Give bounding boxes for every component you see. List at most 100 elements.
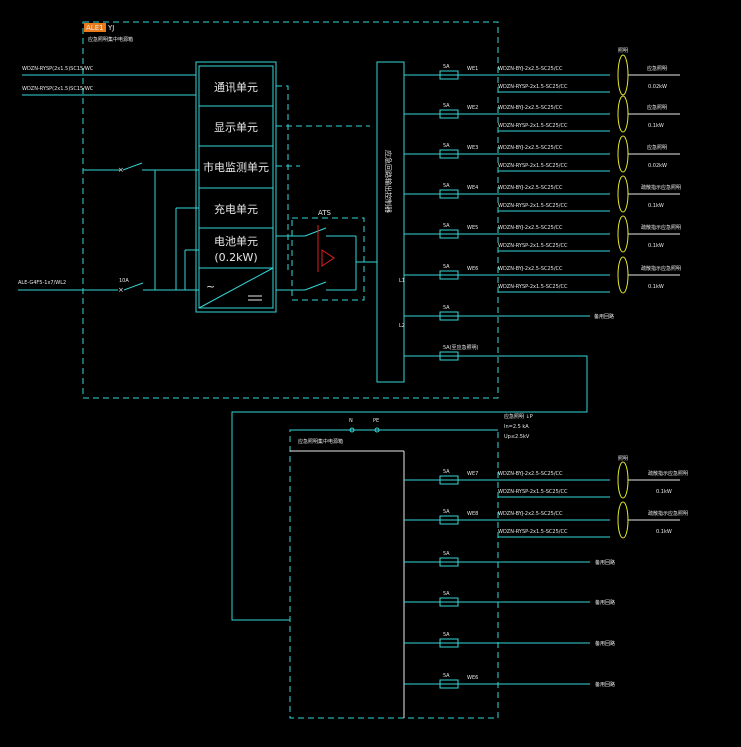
cable2-4: WDZN-RYSP-2x1.5-SC25/CC (498, 203, 568, 209)
lamp-symbol-8 (617, 501, 629, 539)
spare-top-label: 备用回路 (594, 313, 614, 320)
breaker-4 (439, 189, 459, 199)
breaker-8 (439, 515, 459, 525)
cable1-2: WDZN-BYJ-2x2.5-SC25/CC (498, 105, 563, 111)
breaker-3 (439, 149, 459, 159)
note-7: 照明 (618, 456, 628, 462)
cable1-4: WDZN-BYJ-2x2.5-SC25/CC (498, 185, 563, 191)
lamp-symbol-6 (617, 256, 629, 294)
input-label-1: WDZN-RYSP(2x1.5)SC15/WC (22, 66, 94, 72)
spare-rating-2: 5A (443, 591, 450, 597)
cable1-5: WDZN-BYJ-2x2.5-SC25/CC (498, 225, 563, 231)
feed-to-panel2 (231, 355, 588, 621)
spare-label-3: 备用回路 (595, 640, 615, 647)
rating-4: 5A (443, 183, 450, 189)
main-feed-label: ALE-G4F5-1x7/WL2 (18, 280, 66, 286)
load-8: 疏散指示应急照明 (648, 510, 688, 517)
ats-switch-1 (304, 227, 327, 237)
cable2-8: WDZN-RYSP-2x1.5-SC25/CC (498, 529, 568, 535)
power-6: 0.1kW (648, 284, 664, 290)
circuit-id-3: WE3 (467, 145, 478, 151)
circuit-row-4: 5A WE4 WDZN-BYJ-2x2.5-SC25/CC WDZN-RYSP-… (404, 175, 681, 213)
circuit-row-2: 5A WE2 WDZN-BYJ-2x2.5-SC25/CC WDZN-RYSP-… (404, 95, 680, 133)
cable1-1: WDZN-BYJ-2x2.5-SC25/CC (498, 66, 563, 72)
spare-row-2: 5A 备用回路 (404, 591, 615, 607)
spare-top-rating: 5A (443, 305, 450, 311)
load-5: 疏散指示应急照明 (641, 224, 681, 231)
bus1-l2: L2 (399, 323, 405, 329)
cable1-3: WDZN-BYJ-2x2.5-SC25/CC (498, 145, 563, 151)
load-4: 疏散指示应急照明 (641, 184, 681, 191)
rating-6: 5A (443, 264, 450, 270)
cable1-6: WDZN-BYJ-2x2.5-SC25/CC (498, 266, 563, 272)
lamp-symbol-7 (617, 461, 629, 499)
panel2-n: N (349, 418, 353, 424)
spare-breaker-4 (439, 679, 459, 689)
panel1-tag-suffix: YJ (107, 24, 114, 32)
circuit-row-8: 5A WE8 WDZN-BYJ-2x2.5-SC25/CC WDZN-RYSP-… (404, 501, 688, 539)
inverter-ac-symbol: ~ (206, 280, 215, 293)
ats-red-triangle (321, 249, 335, 267)
circuit-row-7: 5A WE7 WDZN-BYJ-2x2.5-SC25/CC WDZN-RYSP-… (404, 456, 688, 499)
unit-battery-power: (0.2kW) (214, 251, 257, 264)
power-4: 0.1kW (648, 203, 664, 209)
rating-7: 5A (443, 469, 450, 475)
pe-terminal (374, 427, 380, 433)
spare-label-2: 备用回路 (595, 599, 615, 606)
monitor-switch (122, 162, 143, 171)
rating-3: 5A (443, 143, 450, 149)
breaker-7 (439, 475, 459, 485)
load-3: 应急照明 (647, 144, 667, 151)
circuit-id-6: WE6 (467, 266, 478, 272)
cable2-3: WDZN-RYSP-2x1.5-SC25/CC (498, 163, 568, 169)
power-5: 0.1kW (648, 243, 664, 249)
main-feed-breaker: 10A (119, 278, 129, 284)
circuit-row-3: 5A WE3 WDZN-BYJ-2x2.5-SC25/CC WDZN-RYSP-… (404, 135, 680, 173)
panel1-tag-box (84, 23, 106, 32)
power-2: 0.1kW (648, 123, 664, 129)
lamp-symbol-4 (617, 175, 629, 213)
panel1-subtitle: 应急照明集中电源箱 (88, 36, 133, 43)
note-1: 照明 (618, 48, 628, 54)
circuit-id-5: WE5 (467, 225, 478, 231)
monitor-switch-x: × (118, 166, 124, 174)
circuit-id-8: WE8 (467, 511, 478, 517)
main-feed-x: × (118, 286, 124, 294)
cable2-1: WDZN-RYSP-2x1.5-SC25/CC (498, 84, 568, 90)
unit-inverter (198, 267, 274, 309)
panel1-frame (82, 21, 499, 399)
ats-switch-2 (304, 281, 327, 291)
spare-rating-3: 5A (443, 632, 450, 638)
circuit-id-7: WE7 (467, 471, 478, 477)
breaker-2 (439, 109, 459, 119)
rating-2: 5A (443, 103, 450, 109)
breaker-5 (439, 229, 459, 239)
rating-5: 5A (443, 223, 450, 229)
spare-top-breaker (439, 311, 459, 321)
cable2-5: WDZN-RYSP-2x1.5-SC25/CC (498, 243, 568, 249)
spare-id-4: WE6 (467, 675, 478, 681)
spare-label-4: 备用回路 (595, 681, 615, 688)
unit-charge-label: 充电单元 (214, 202, 258, 216)
circuit-id-1: WE1 (467, 66, 478, 72)
lamp-symbol-5 (617, 215, 629, 253)
circuit-id-4: WE4 (467, 185, 478, 191)
lamp-symbol-2 (617, 95, 629, 133)
load-1: 应急照明 (647, 65, 667, 72)
ats-label: ATS (318, 209, 332, 217)
unit-comm-label: 通讯单元 (214, 81, 258, 94)
lamp-symbol-1 (617, 54, 629, 96)
panel2-pe: PE (373, 418, 379, 424)
unit-stack-outer (195, 61, 277, 313)
rating-1: 5A (443, 64, 450, 70)
unit-display-label: 显示单元 (214, 121, 258, 134)
unit-battery-label: 电池单元 (214, 235, 258, 248)
cable2-2: WDZN-RYSP-2x1.5-SC25/CC (498, 123, 568, 129)
bus1-l1: L1 (399, 278, 405, 284)
spare-row-4: 5A WE6 备用回路 (404, 673, 615, 689)
cable2-6: WDZN-RYSP-2x1.5-SC25/CC (498, 284, 568, 290)
main-switch (123, 282, 144, 291)
ats-frame (291, 217, 365, 301)
spare-breaker-3 (439, 638, 459, 648)
